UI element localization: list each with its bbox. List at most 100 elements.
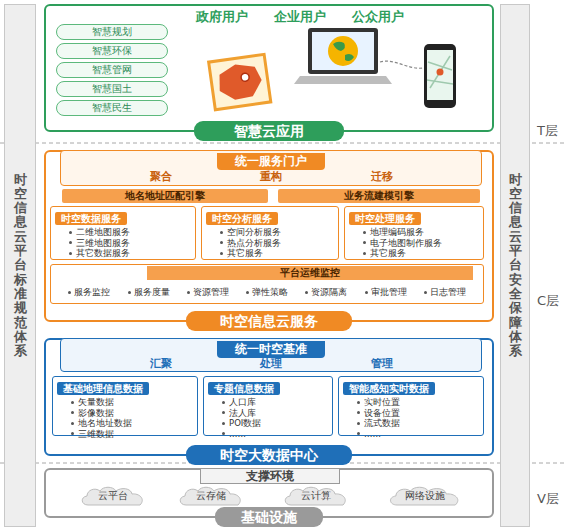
bullet-dot	[363, 241, 366, 244]
list-item: 资源隔离	[305, 287, 347, 299]
support-title: 支撑环境	[246, 469, 294, 483]
list-item: 实时位置	[357, 397, 483, 408]
bullet-dot	[220, 252, 223, 255]
list-item: ……	[357, 429, 483, 440]
header-tab: 统一服务门户	[217, 153, 325, 170]
service-box: 时空分析服务空间分析服务热点分析服务其它服务	[201, 206, 339, 260]
item-text: 法人库	[229, 408, 256, 419]
item-list: 实时位置设备位置流式数据……	[339, 397, 483, 439]
item-text: ……	[364, 429, 381, 440]
layer-label: V层	[537, 491, 559, 506]
list-item: 资源管理	[187, 287, 229, 299]
list-item: 法人库	[222, 408, 332, 419]
item-list: 二维地图服务三维地图服务其它数据服务	[51, 227, 195, 259]
item-text: 地名地址数据	[78, 418, 132, 429]
item-text: 三维数据	[78, 429, 114, 440]
user-holder: 企业用户	[274, 6, 326, 26]
item-list: 人口库法人库POI数据……	[204, 397, 332, 439]
bullet-dot	[246, 291, 249, 294]
app-name: 智慧国土	[92, 83, 132, 95]
list-item: 热点分析服务	[220, 238, 338, 249]
app-name: 智慧规划	[92, 26, 132, 38]
item-row: 聚合重构迁移	[61, 167, 481, 185]
app-name: 智慧管网	[92, 64, 132, 76]
monitor-bar: 平台运维监控	[147, 266, 473, 280]
ops-box: 平台运维监控服务监控服务度量资源管理弹性策略资源隔离审批管理日志管理	[50, 264, 484, 304]
bullet-dot	[305, 291, 308, 294]
band-title: 时空信息云平台安全保障体系	[509, 173, 522, 359]
cloud-shape: 云平台	[80, 486, 146, 506]
list-item: 矢量数据	[71, 397, 197, 408]
item-text: 资源管理	[193, 287, 229, 299]
bullet-dot	[128, 291, 131, 294]
box-header: 时空处理服务	[349, 212, 421, 225]
app-pill: 智慧环保	[56, 43, 168, 59]
row-item: 聚合	[150, 169, 172, 184]
box-header: 时空分析服务	[206, 212, 278, 225]
security-band: 时空信息云平台安全保障体系	[500, 4, 530, 527]
list-item: ……	[222, 429, 332, 440]
engine-bar: 地名地址匹配引擎	[62, 189, 268, 203]
app-pill: 智慧国土	[56, 81, 168, 97]
bullet-dot	[71, 432, 74, 435]
bullet-dot	[222, 411, 225, 414]
header-holder: 统一服务门户	[217, 150, 325, 170]
user-label: 公众用户	[352, 9, 404, 24]
bullet-dot	[222, 432, 225, 435]
item-text: 设备位置	[364, 408, 400, 419]
item-text: 服务度量	[134, 287, 170, 299]
bullet-dot	[69, 231, 72, 234]
tab-holder: 基础设施	[215, 507, 323, 527]
layer-holder: V层	[537, 488, 559, 508]
bullet-dot	[357, 411, 360, 414]
phone-illustration	[424, 44, 456, 108]
list-item: POI数据	[222, 418, 332, 429]
box-header: 时空数据服务	[55, 212, 127, 225]
item-text: 电子地图制作服务	[370, 238, 442, 249]
box-header: 基础地理信息数据	[57, 382, 149, 395]
list-item: 人口库	[222, 397, 332, 408]
bullet-dot	[365, 291, 368, 294]
list-item: 影像数据	[71, 408, 197, 419]
list-item: 三维地图服务	[69, 238, 195, 249]
bullet-dot	[220, 241, 223, 244]
item-row: 服务监控服务度量资源管理弹性策略资源隔离审批管理日志管理	[51, 282, 483, 303]
row-item: 汇聚	[150, 356, 172, 371]
layer-holder: C层	[537, 290, 559, 310]
bullet-dot	[69, 252, 72, 255]
bullet-dot	[357, 401, 360, 404]
bullet-dot	[71, 411, 74, 414]
engine-name: 地名地址匹配引擎	[125, 190, 205, 202]
row-item: 管理	[371, 356, 393, 371]
map-illustration	[209, 54, 271, 109]
list-item: 服务监控	[68, 287, 110, 299]
item-text: 流式数据	[364, 418, 400, 429]
item-row: 汇聚处理管理	[61, 355, 481, 371]
item-text: 人口库	[229, 397, 256, 408]
row-item: 迁移	[371, 169, 393, 184]
bullet-dot	[424, 291, 427, 294]
data-box: 基础地理信息数据矢量数据影像数据地名地址数据三维数据	[52, 376, 198, 436]
item-text: 弹性策略	[252, 287, 288, 299]
item-text: 热点分析服务	[227, 238, 281, 249]
user-holder: 政府用户	[196, 6, 248, 26]
cloud-shape: 云计算	[283, 486, 349, 506]
list-item: 空间分析服务	[220, 227, 338, 238]
application-panel: 政府用户企业用户公众用户智慧云应用智慧规划智慧环保智慧管网智慧国土智慧民生	[44, 4, 494, 132]
service-box: 时空处理服务地理编码服务电子地图制作服务其它服务	[344, 206, 484, 260]
app-name: 智慧民生	[92, 102, 132, 114]
tab-holder: 智慧云应用	[194, 121, 344, 141]
item-text: 空间分析服务	[227, 227, 281, 238]
link-line	[380, 61, 423, 68]
data-box: 专题信息数据人口库法人库POI数据……	[203, 376, 333, 436]
item-text: 影像数据	[78, 408, 114, 419]
bullet-dot	[71, 401, 74, 404]
service-panel: 时空信息云服务统一服务门户聚合重构迁移地名地址匹配引擎业务流建模引擎时空数据服务…	[44, 150, 494, 322]
box-header: 专题信息数据	[208, 382, 280, 395]
bullet-dot	[222, 422, 225, 425]
bullet-dot	[357, 432, 360, 435]
bullet-dot	[68, 291, 71, 294]
monitor-title: 平台运维监控	[280, 267, 340, 279]
layer-label: T层	[537, 123, 558, 138]
bullet-dot	[222, 401, 225, 404]
